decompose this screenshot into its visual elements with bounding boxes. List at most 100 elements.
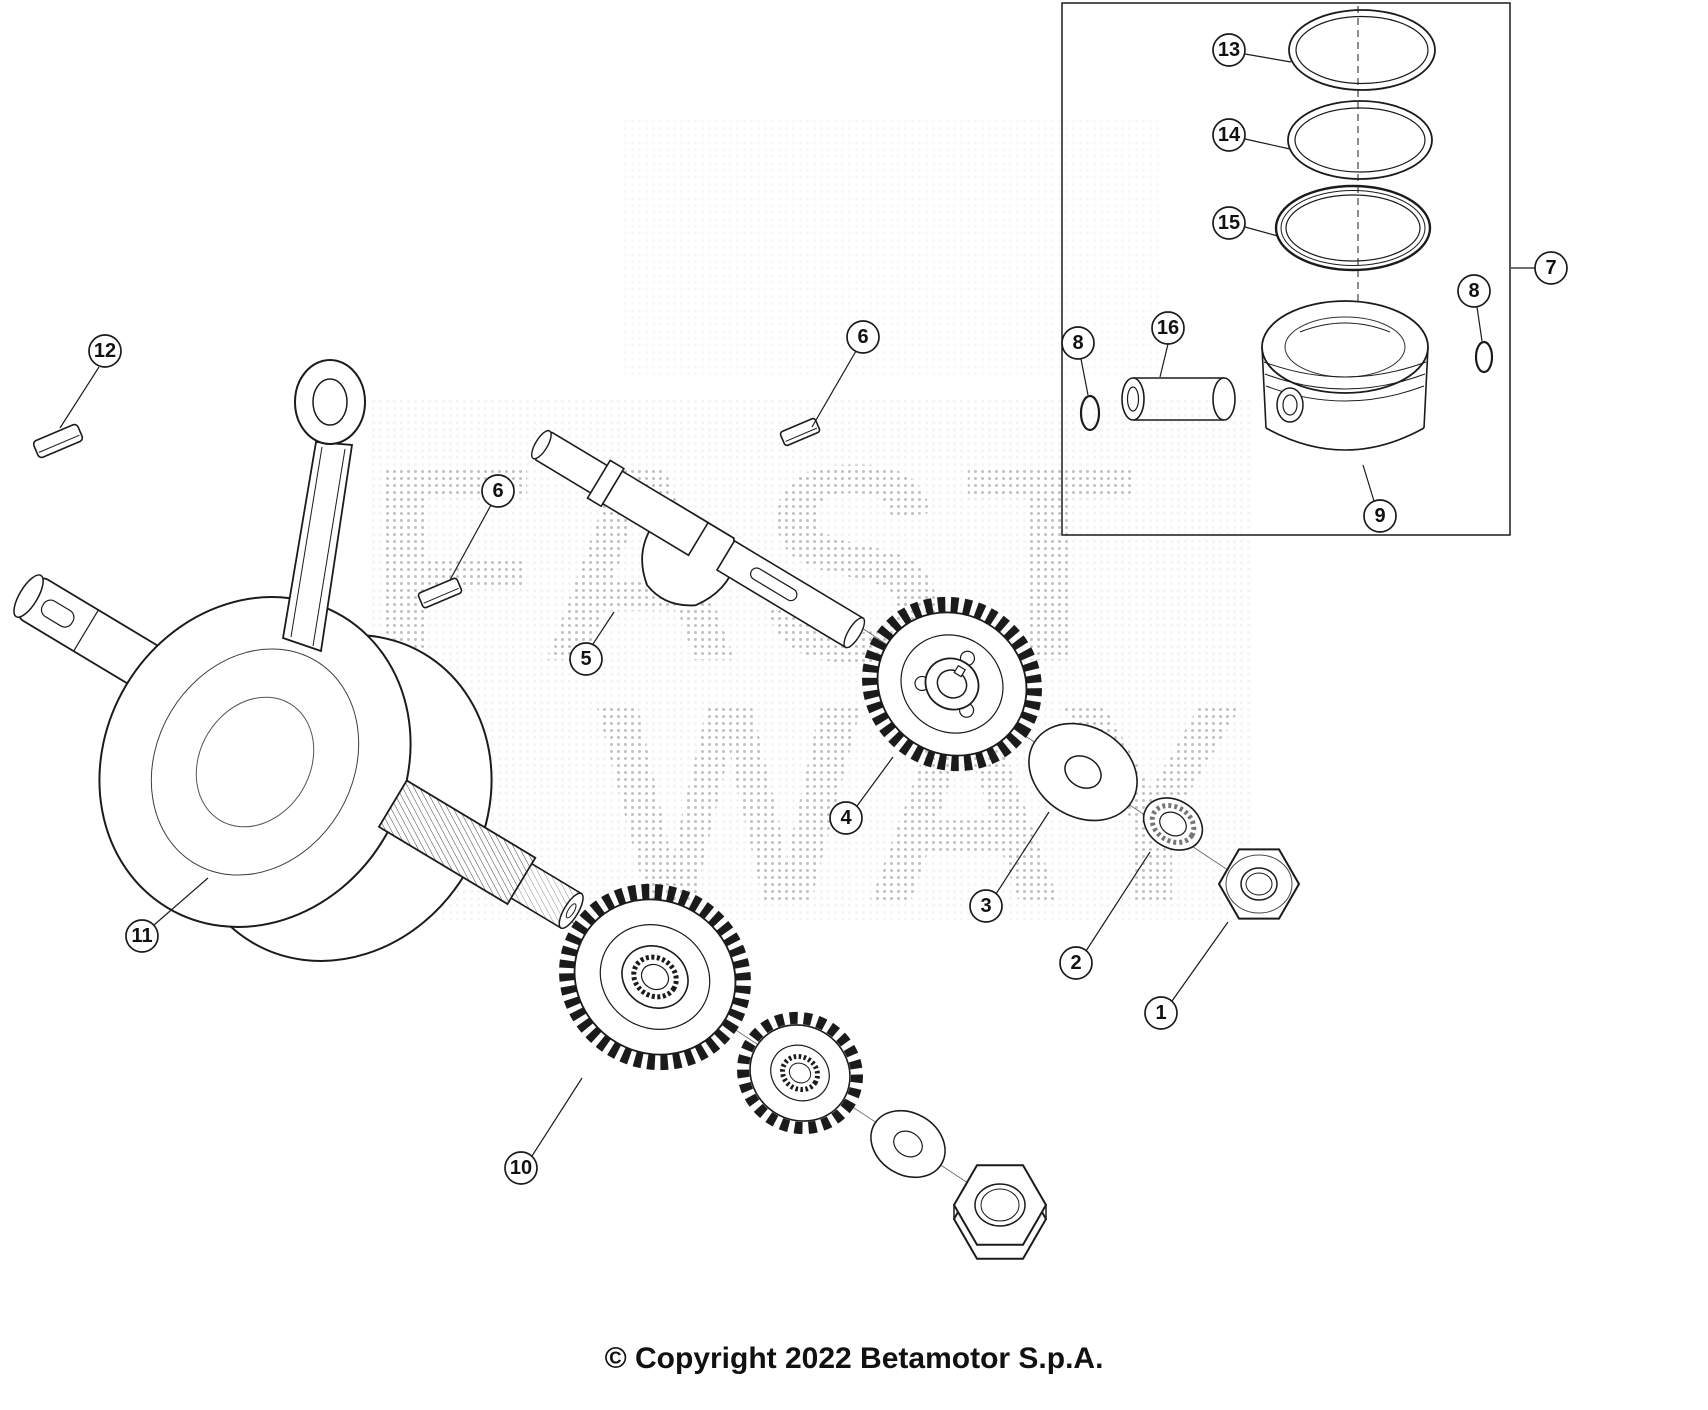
lock-washer-2-bore — [1159, 811, 1187, 837]
callout-8-right: 8 — [1457, 274, 1491, 342]
callout-11: 11 — [125, 877, 209, 953]
flywheel-front-web — [98, 596, 412, 928]
callout-7: 7 — [1511, 251, 1568, 285]
washer-3-bore — [1064, 755, 1102, 789]
primary-gear-web-ring — [900, 634, 1004, 734]
balancer-gear — [559, 883, 751, 1071]
piston-ring-second-inner — [1294, 107, 1426, 173]
balancer-gear-spline-bore — [631, 954, 679, 1000]
balancer-washer-bore — [893, 1130, 923, 1158]
callout-12-circle — [88, 334, 122, 368]
piston-pin-left-end — [1121, 377, 1145, 421]
crank-shaft-end-bore — [565, 903, 577, 919]
flywheel-hub-ring — [195, 696, 315, 828]
flywheel-face-ring — [150, 648, 360, 876]
key-12-body — [32, 423, 84, 459]
callout-13-leader — [1244, 53, 1292, 63]
balancer-driven-gear-spline-bore — [780, 1053, 820, 1093]
crank-nut — [1217, 848, 1301, 920]
primary-gear — [862, 596, 1042, 772]
callout-15-label: 15 — [1218, 212, 1240, 234]
piston-valve-pocket — [1299, 322, 1391, 333]
callout-13-label: 13 — [1218, 39, 1240, 61]
callout-15: 15 — [1212, 206, 1279, 240]
crank-nut-thread — [1245, 872, 1273, 896]
callout-13-circle — [1212, 33, 1246, 67]
callout-15-leader — [1244, 226, 1279, 237]
callout-12-label: 12 — [94, 340, 116, 362]
callout-8-right-label: 8 — [1468, 280, 1479, 302]
connecting-rod — [281, 359, 366, 653]
callout-7-label: 7 — [1545, 257, 1556, 279]
key-6-right-edge — [785, 427, 818, 442]
callout-10-label: 10 — [510, 1157, 532, 1179]
balancer-left-end-face — [531, 429, 552, 460]
callout-9: 9 — [1362, 464, 1397, 533]
crank-left-keyway-slot — [40, 599, 75, 628]
crank-left-stub-end — [13, 574, 44, 618]
key-6-right — [779, 417, 821, 447]
callout-11-leader — [153, 877, 209, 926]
callout-6-right-label: 6 — [857, 326, 868, 348]
callout-6-left: 6 — [449, 474, 515, 581]
crankshaft — [13, 359, 584, 962]
piston-ring-second-outer — [1287, 100, 1433, 180]
callout-9-circle — [1363, 499, 1397, 533]
callout-10: 10 — [504, 1077, 583, 1185]
callout-14-circle — [1212, 118, 1246, 152]
callout-5-label: 5 — [580, 648, 591, 670]
primary-gear-keyway — [953, 664, 967, 678]
connecting-rod-beam-rib-left — [290, 446, 323, 638]
callout-16-leader — [1159, 343, 1169, 378]
piston-pin-bore — [1126, 386, 1140, 412]
crank-shaft-end-face — [558, 892, 584, 930]
key-12-edge — [38, 434, 80, 453]
piston-ring-groove-2 — [1264, 373, 1426, 390]
callout-4-label: 4 — [840, 807, 852, 829]
callout-1-circle — [1144, 996, 1178, 1030]
callout-8-left: 8 — [1061, 326, 1095, 396]
balancer-shaft — [531, 429, 866, 649]
connecting-rod-beam — [281, 441, 354, 653]
callout-3-circle — [969, 889, 1003, 923]
callout-4: 4 — [829, 756, 894, 835]
callout-9-leader — [1362, 464, 1375, 502]
balancer-nut — [952, 1164, 1048, 1260]
callout-16: 16 — [1151, 311, 1185, 378]
callout-14: 14 — [1212, 118, 1291, 152]
lock-washer-2 — [1142, 797, 1204, 851]
callout-3: 3 — [969, 811, 1050, 923]
key-12 — [32, 423, 84, 459]
piston-oil-ring-outer — [1274, 184, 1432, 272]
callout-4-circle — [829, 801, 863, 835]
connecting-rod-beam-rib-right — [312, 448, 346, 647]
callout-6-right-leader — [811, 350, 857, 428]
callout-1: 1 — [1144, 921, 1229, 1030]
piston-oil-ring-mid — [1280, 190, 1426, 266]
key-6-right-body — [779, 417, 821, 447]
callout-12-leader — [59, 366, 100, 429]
callout-6-left-label: 6 — [492, 480, 503, 502]
piston-pin-right-end — [1212, 377, 1236, 421]
lock-washer-2-knurl — [1149, 803, 1197, 845]
callout-16-circle — [1151, 311, 1185, 345]
callout-5: 5 — [569, 611, 615, 676]
callout-3-label: 3 — [980, 895, 991, 917]
piston-ring-groove-1 — [1263, 361, 1427, 378]
balancer-gear-teeth — [559, 883, 751, 1071]
callout-8-left-label: 8 — [1072, 332, 1083, 354]
piston-ring-second — [1287, 100, 1433, 180]
callout-6-right-circle — [846, 320, 880, 354]
callout-13: 13 — [1212, 33, 1292, 67]
crank-splined-shaft — [377, 779, 584, 930]
callout-1-label: 1 — [1155, 1002, 1166, 1024]
callout-9-label: 9 — [1374, 505, 1385, 527]
balancer-gear-bore — [640, 963, 670, 991]
callout-8-right-leader — [1476, 306, 1483, 342]
piston-skirt-bottom — [1265, 427, 1425, 451]
piston-ring-top — [1288, 9, 1436, 91]
washer-3 — [1028, 722, 1138, 822]
balancer-keyway-groove — [749, 567, 798, 602]
piston-pin-boss — [1276, 387, 1304, 423]
